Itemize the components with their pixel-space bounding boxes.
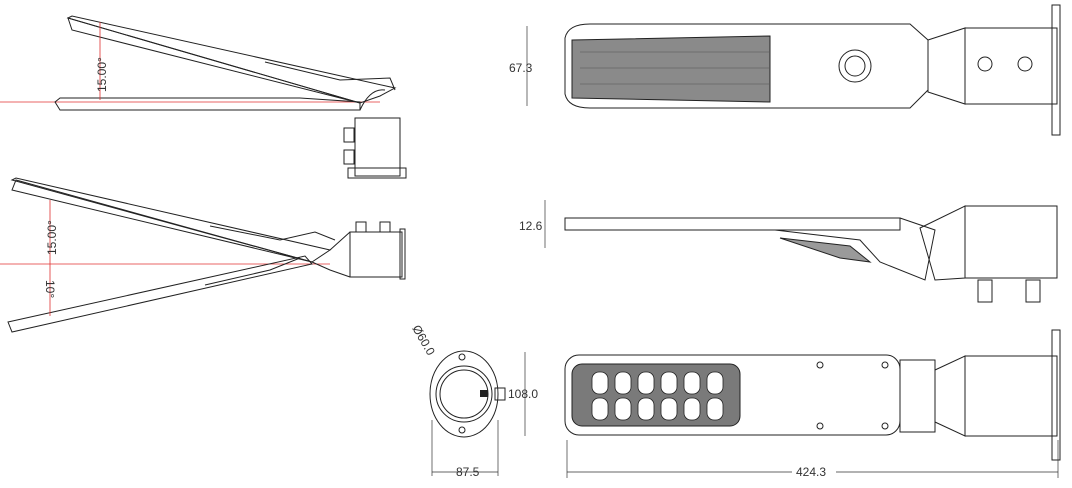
side-view-tilt-range: 15.00° 10°	[0, 177, 406, 333]
side-view: 12.6	[519, 200, 1058, 303]
thickness-label: 12.6	[519, 219, 543, 233]
end-height-label: 108.0	[508, 387, 538, 401]
tilt-down-angle-label: 10°	[43, 280, 57, 298]
end-view: 108.0 87.5 Ø60.0	[409, 323, 538, 480]
diameter-label: Ø60.0	[409, 323, 438, 359]
side-view-tilt-up: 15.00°	[0, 15, 407, 179]
top-width-label: 67.3	[509, 61, 533, 75]
top-view: 67.3	[509, 4, 1061, 136]
tilt-up-angle-label: 15.00°	[45, 220, 59, 255]
length-label: 424.3	[796, 465, 826, 479]
end-width-label: 87.5	[456, 465, 480, 479]
bottom-view: 424.3	[564, 329, 1061, 479]
tilt-angle-label: 15.00°	[95, 57, 109, 92]
